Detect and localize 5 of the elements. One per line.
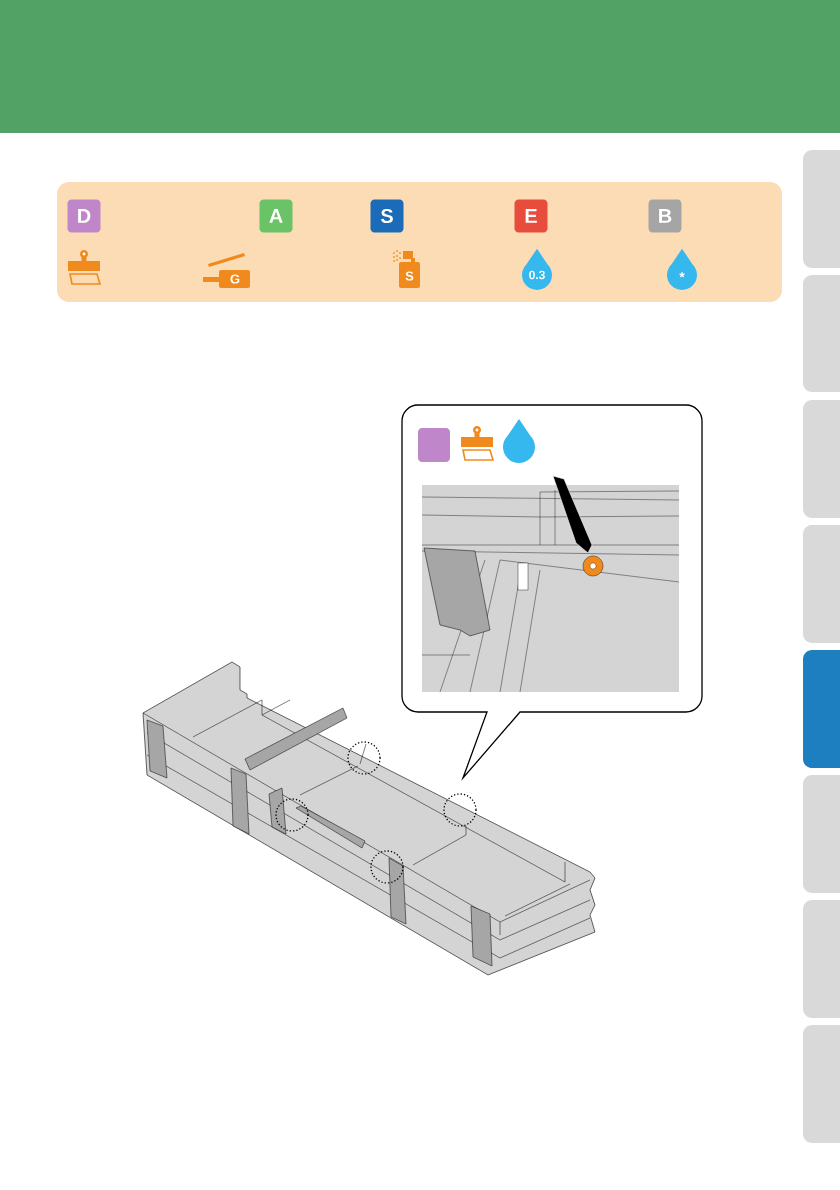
letter-badge: D: [67, 199, 101, 233]
letter-badge: S: [370, 199, 404, 233]
letter-badge: A: [259, 199, 293, 233]
letter-badge: B: [648, 199, 682, 233]
letter-badge: E: [514, 199, 548, 233]
